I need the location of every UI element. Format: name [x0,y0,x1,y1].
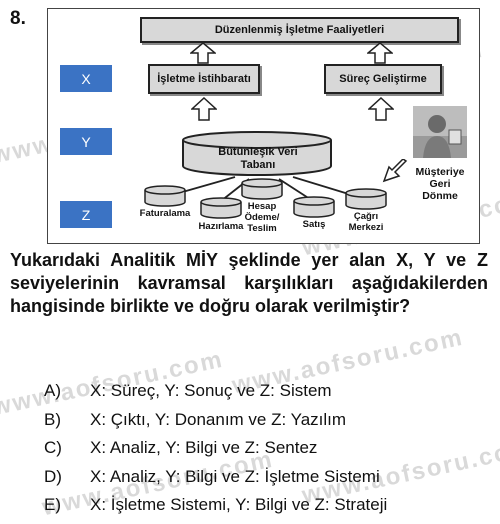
option-letter: D) [44,466,62,486]
source-label-preparation: Hazırlama [198,221,244,232]
arrow-up-icon [191,97,217,121]
level-x-label: X [60,65,112,92]
option-text: X: Çıktı, Y: Donanım ve Z: Yazılım [90,409,347,429]
option-letter: B) [44,409,61,429]
level-y-label: Y [60,128,112,155]
source-label-call-center: Çağrı Merkezi [348,211,384,233]
arrow-up-icon [190,42,216,64]
database-icon [144,185,186,207]
option-letter: E) [44,495,61,514]
business-intelligence-box: İşletme İstihbaratı [148,64,260,94]
arrow-up-icon [368,97,394,121]
option-text: X: Analiz, Y: Bilgi ve Z: İşletme Sistem… [90,466,380,486]
option-letter: C) [44,438,62,457]
option-a[interactable]: A) X: Süreç, Y: Sonuç ve Z: Sistem [44,381,387,410]
level-z-label: Z [60,201,112,228]
source-label-sales: Satış [302,219,326,230]
arrow-up-icon [367,42,393,64]
question-text: Yukarıdaki Analitik MİY şeklinde yer ala… [10,250,488,316]
database-icon [345,188,387,210]
integrated-database-icon [182,131,332,176]
source-label-payment: Hesap Ödeme/ Teslim [244,201,280,234]
option-text: X: Analiz, Y: Bilgi ve Z: Sentez [90,438,318,457]
database-icon [293,196,335,218]
option-text: X: İşletme Sistemi, Y: Bilgi ve Z: Strat… [90,495,388,514]
customer-photo [413,106,467,158]
option-e[interactable]: E) X: İşletme Sistemi, Y: Bilgi ve Z: St… [44,495,387,524]
organized-business-activities-box: Düzenlenmiş İşletme Faaliyetleri [140,17,459,43]
option-letter: A) [44,381,61,400]
customer-feedback-label: Müşteriye Geri Dönme [415,166,465,202]
feedback-arrow-icon [382,159,408,183]
database-icon [200,197,242,219]
analytic-crm-figure: X Y Z Düzenlenmiş İşletme Faaliyetleri İ… [47,8,480,244]
source-label-billing: Faturalama [139,208,191,219]
answer-options: A) X: Süreç, Y: Sonuç ve Z: Sistem B) X:… [44,381,387,524]
option-c[interactable]: C) X: Analiz, Y: Bilgi ve Z: Sentez [44,438,387,467]
option-b[interactable]: B) X: Çıktı, Y: Donanım ve Z: Yazılım [44,410,387,439]
database-icon [241,178,283,200]
process-improvement-box: Süreç Geliştirme [324,64,442,94]
question-number: 8. [10,8,26,29]
option-d[interactable]: D) X: Analiz, Y: Bilgi ve Z: İşletme Sis… [44,467,387,496]
option-text: X: Süreç, Y: Sonuç ve Z: Sistem [90,381,332,400]
integrated-database-label: Bütünleşik Veri Tabanı [218,146,298,171]
